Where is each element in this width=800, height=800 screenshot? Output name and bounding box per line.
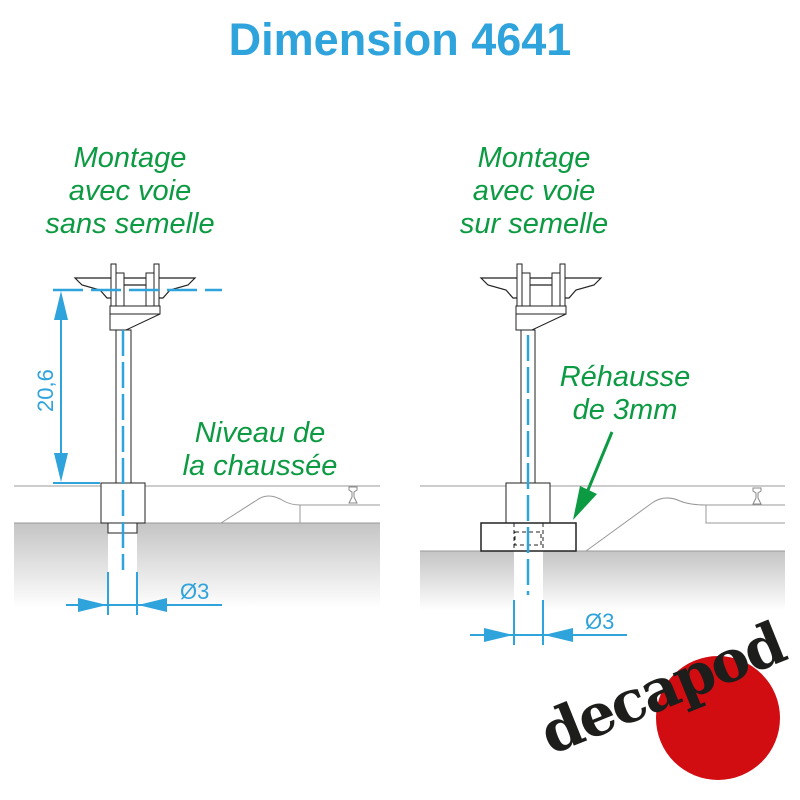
road-level-label: Niveau de la chaussée: [160, 417, 360, 483]
diameter-label: Ø3: [585, 609, 614, 634]
crossing-ramp: [585, 497, 785, 552]
ground: [14, 523, 380, 608]
page-title: Dimension 4641: [228, 14, 572, 65]
diameter-arrows: [484, 628, 573, 642]
signal-head: [74, 263, 196, 331]
label-line: de 3mm: [572, 394, 678, 426]
rail: [348, 486, 358, 504]
caption-line: sur semelle: [459, 208, 609, 240]
label-line: la chaussée: [182, 450, 338, 482]
caption-line: sans semelle: [45, 208, 215, 240]
caption-line: avec voie: [68, 175, 192, 207]
left-caption: Montage avec voie sans semelle: [20, 142, 240, 241]
signal-head: [480, 263, 602, 331]
caption-line: Montage: [477, 142, 591, 174]
hidden-lines: [513, 523, 544, 551]
caption-line: Montage: [73, 142, 187, 174]
logo-circle: [656, 656, 780, 780]
diameter-label: Ø3: [180, 579, 209, 604]
diameter-arrows: [78, 598, 167, 612]
crossing-ramp: [220, 495, 380, 524]
right-caption: Montage avec voie sur semelle: [424, 142, 644, 241]
riser-pointer-arrow: [573, 486, 597, 520]
left-drawing: 20,6 Ø3: [14, 263, 380, 615]
label-line: Niveau de: [194, 417, 326, 449]
riser-pointer-line: [586, 431, 614, 491]
riser-label: Réhausse de 3mm: [530, 361, 720, 427]
caption-line: avec voie: [472, 175, 596, 207]
ground: [420, 551, 785, 611]
label-line: Réhausse: [559, 361, 691, 393]
rail: [752, 487, 762, 505]
height-dimension: 20,6: [33, 369, 58, 412]
right-drawing: Ø3: [420, 263, 785, 645]
